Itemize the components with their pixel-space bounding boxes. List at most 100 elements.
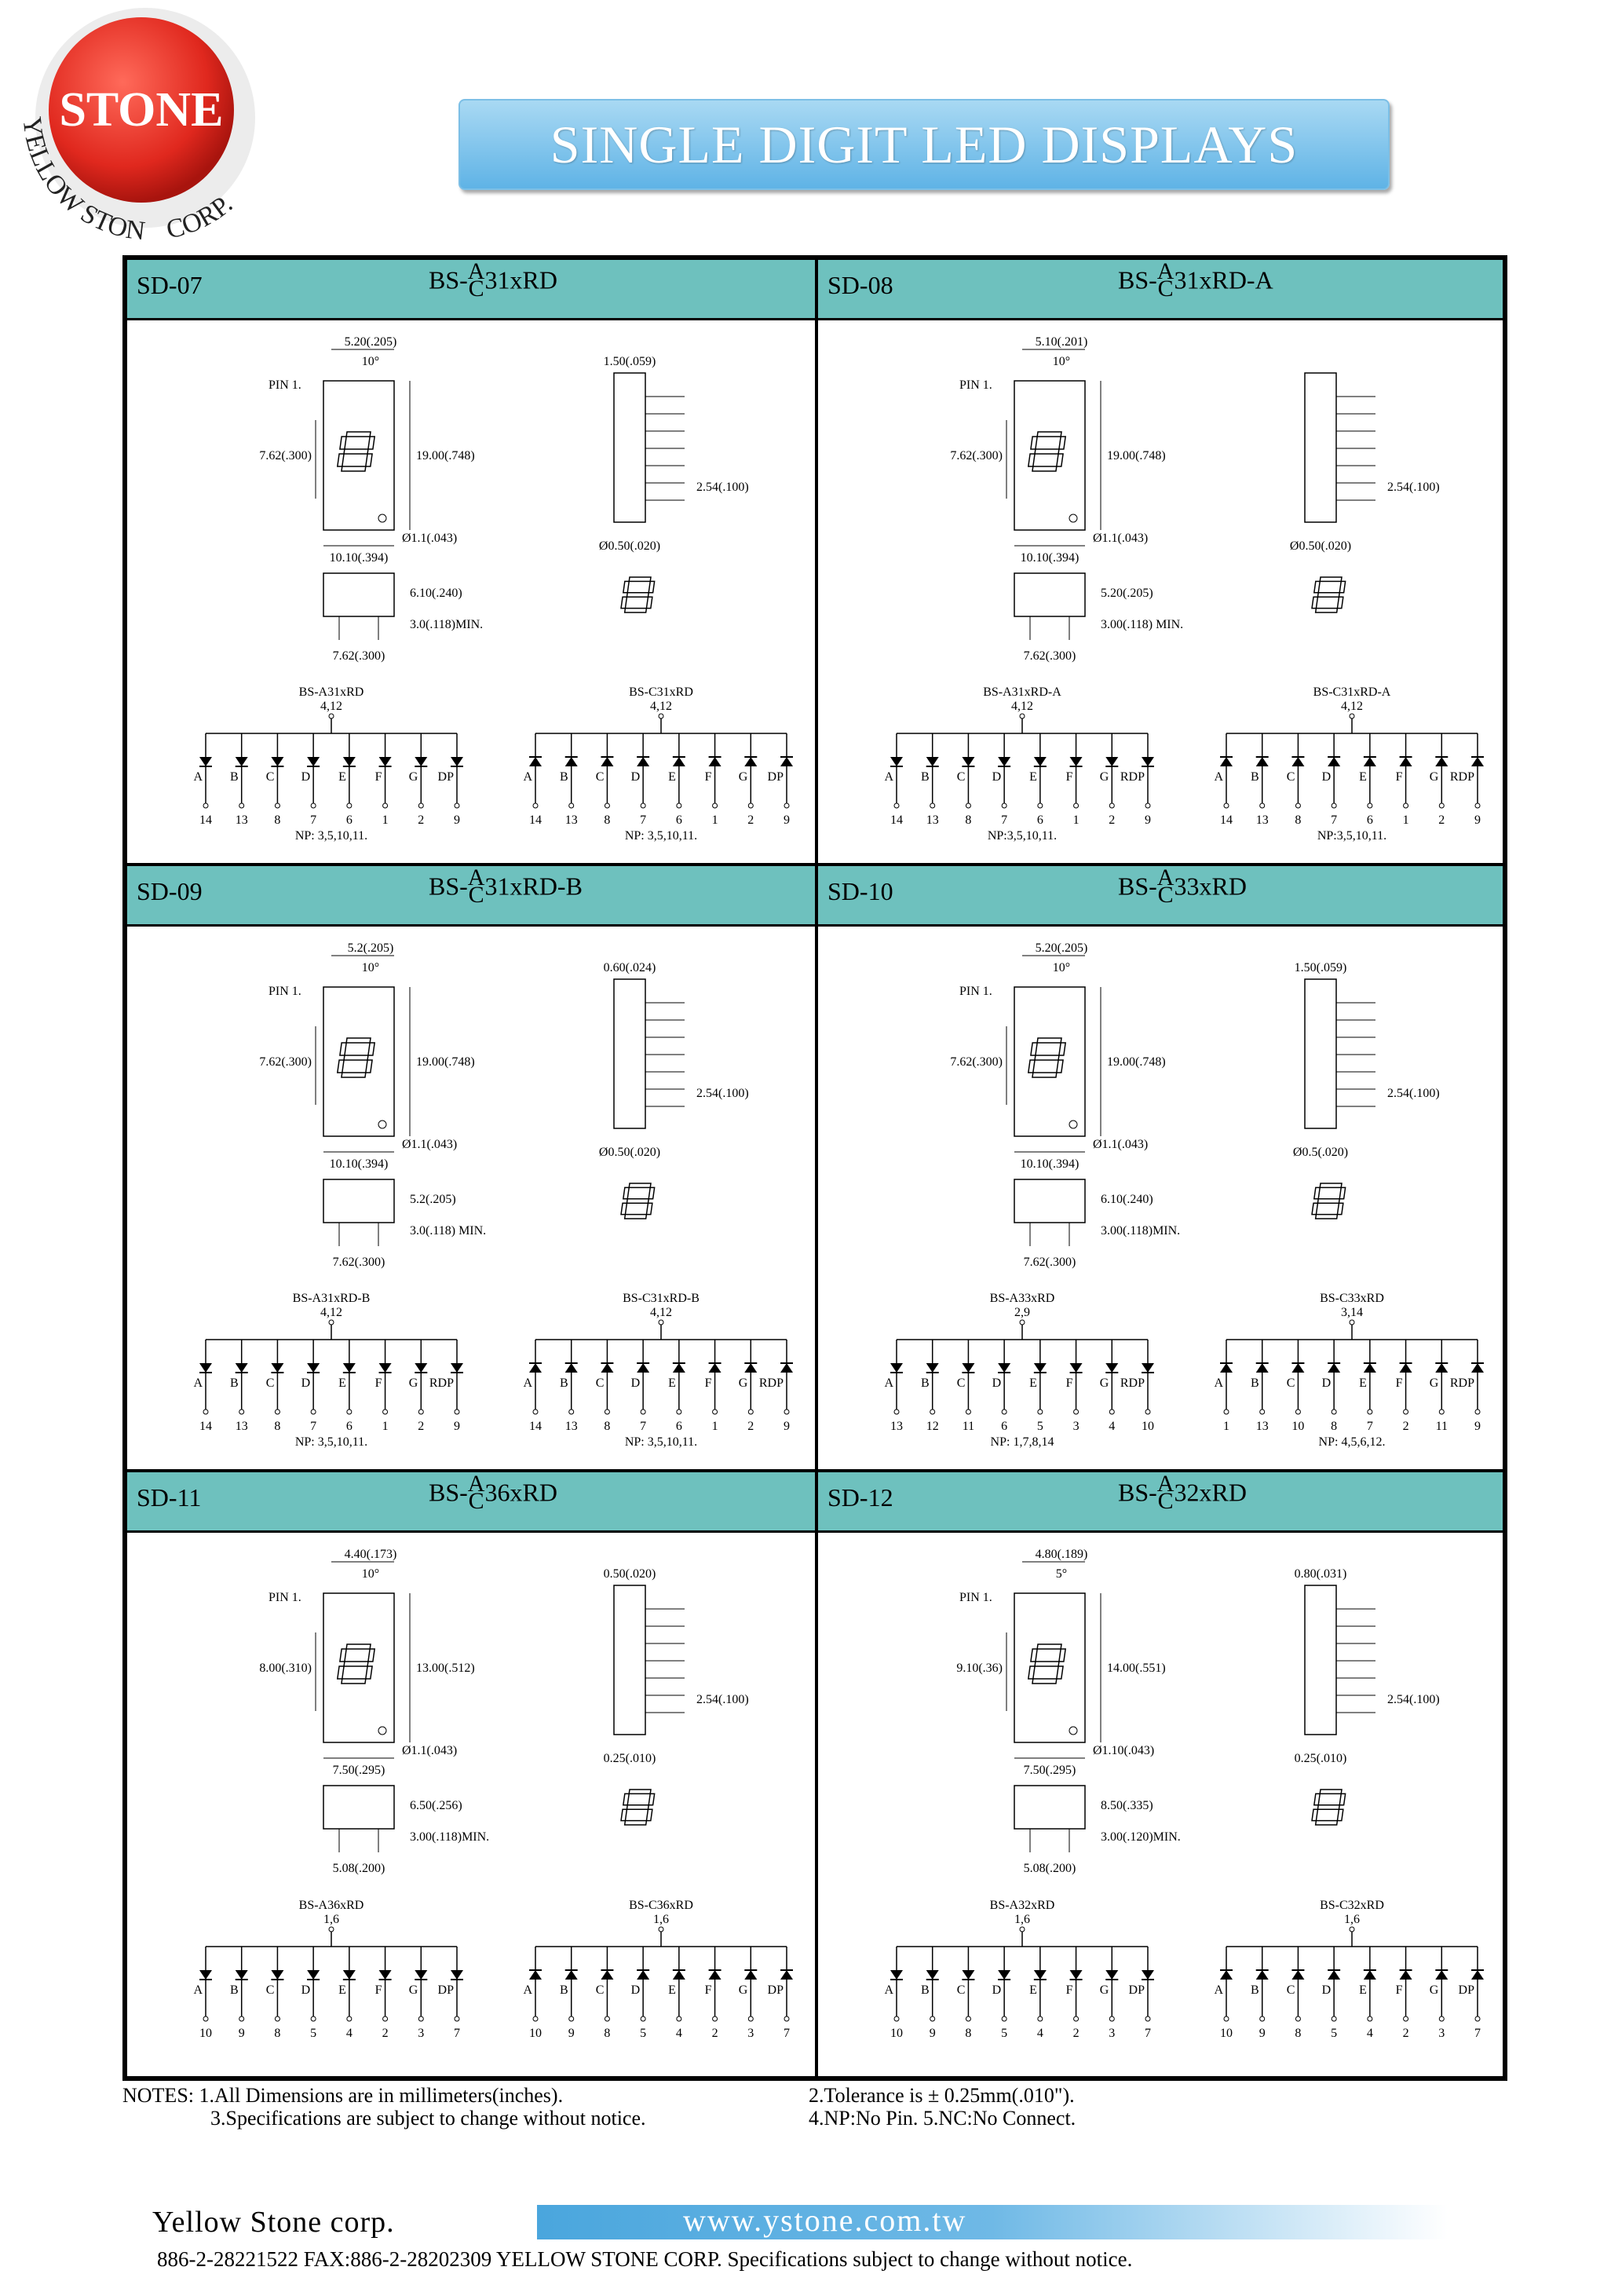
diode-symbol	[271, 1363, 284, 1373]
pin-number: 2	[747, 1420, 754, 1433]
part-prefix: BS-	[429, 265, 468, 294]
pin-number: 13	[565, 1420, 578, 1433]
pin-number: 5	[640, 2027, 646, 2040]
diode-symbol	[1069, 757, 1083, 766]
segment-label: G	[1430, 770, 1439, 784]
pin-number: 1	[382, 813, 389, 827]
pin-number: 6	[346, 813, 353, 827]
side-body	[323, 1179, 395, 1223]
dim-body-height: 8.50(.335)	[1101, 1799, 1153, 1812]
footer-url[interactable]: www.ystone.com.tw	[683, 2203, 967, 2238]
diode-symbol	[780, 757, 793, 766]
pin-number: 13	[236, 1420, 248, 1433]
diode-symbol	[1328, 1970, 1341, 1980]
dim-segment-height: 7.62(.300)	[950, 449, 1003, 462]
diode-symbol	[672, 757, 685, 766]
segment-label: RDP	[759, 1377, 784, 1390]
dim-lead-length: 3.00(.118)MIN.	[1101, 1224, 1180, 1238]
pin-number: 9	[784, 813, 790, 827]
pin-number: 7	[1001, 813, 1007, 827]
diode-symbol	[1142, 757, 1154, 766]
segment-label: B	[230, 1983, 239, 1997]
pin-number: 7	[640, 813, 646, 827]
diode-symbol	[1142, 1363, 1154, 1373]
diode-symbol	[1399, 1970, 1412, 1980]
dim-body-height: 5.20(.205)	[1101, 587, 1153, 600]
front-view	[1014, 380, 1086, 531]
segment-label: DP	[1459, 1983, 1475, 1997]
dim-pitch: 2.54(.100)	[1387, 1087, 1440, 1100]
diode-symbol	[998, 1363, 1011, 1373]
dim-base: 10.10(.394)	[330, 1157, 389, 1171]
segment-label: E	[668, 1377, 676, 1390]
diode-symbol	[1255, 1970, 1269, 1980]
pin-number: 9	[930, 2027, 936, 2040]
pin-number: 3	[1438, 2027, 1445, 2040]
dim-lead-length: 3.00(.118) MIN.	[1101, 618, 1183, 631]
part-suffix: 31xRD-A	[1174, 265, 1273, 294]
page-title-banner: SINGLE DIGIT LED DISPLAYS	[458, 99, 1390, 190]
segment-label: E	[1359, 1983, 1367, 1997]
diode-symbol	[1399, 757, 1412, 766]
segment-label: F	[1396, 770, 1403, 784]
segment-label: A	[523, 770, 532, 784]
side-body	[1014, 1179, 1086, 1223]
dim-side-width: 1.50(.059)	[604, 355, 656, 368]
segment-label: E	[668, 1983, 676, 1997]
diode-symbol	[1069, 1363, 1083, 1373]
segment-label: A	[1214, 1983, 1223, 1997]
pin-number: 7	[310, 1420, 316, 1433]
segment-label: D	[992, 1983, 1002, 1997]
anode-schematic-part-label: BS-A31xRD-A	[983, 686, 1061, 699]
polarity-anode: A	[467, 258, 485, 284]
pin-number: 2	[1403, 2027, 1409, 2040]
segment-label: B	[921, 1983, 930, 1997]
pin-number: 9	[1474, 813, 1481, 827]
pin-number: 2	[1073, 2027, 1080, 2040]
diode-symbol	[962, 757, 975, 766]
segment-label: RDP	[1450, 770, 1474, 784]
diode-symbol	[1471, 757, 1484, 766]
pin-number: 3	[747, 2027, 754, 2040]
pin-number: 6	[1037, 813, 1043, 827]
anode-schematic-common-pins: 1,6	[323, 1913, 339, 1926]
pin-number: 1	[1403, 813, 1409, 827]
dim-lead-length: 3.0(.118) MIN.	[410, 1224, 486, 1238]
dim-width: 5.20(.205)	[1036, 941, 1088, 955]
segment-label: E	[338, 1983, 346, 1997]
diode-symbol	[890, 1970, 903, 1980]
diode-symbol	[890, 757, 903, 766]
pin-number: 9	[1145, 813, 1151, 827]
dim-hole: Ø1.1(.043)	[1093, 532, 1148, 545]
pin1-label: PIN 1.	[269, 1591, 301, 1604]
dim-height: 19.00(.748)	[1107, 449, 1166, 462]
segment-label: G	[1430, 1983, 1439, 1997]
note-1: NOTES: 1.All Dimensions are in millimete…	[122, 2084, 564, 2107]
segment-label: E	[338, 770, 346, 784]
side-view	[613, 978, 646, 1129]
pin-number: 5	[310, 2027, 316, 2040]
dim-pin-diameter: 0.25(.010)	[604, 1752, 656, 1765]
pin-number: 8	[274, 1420, 280, 1433]
segment-label: C	[266, 1983, 275, 1997]
diode-symbol	[307, 1363, 320, 1373]
segment-map	[1311, 1789, 1346, 1826]
dim-pitch: 2.54(.100)	[696, 481, 749, 494]
segment-label: C	[1287, 770, 1295, 784]
segment-label: DP	[1129, 1983, 1145, 1997]
cathode-schematic-np: NP:3,5,10,11.	[1317, 829, 1386, 843]
dimension-drawing: 4.80(.189)5°PIN 1.14.00(.551)9.10(.36)7.…	[884, 1548, 1484, 2040]
segment-label: C	[957, 1983, 966, 1997]
cell-drawing-area: 4.80(.189)5°PIN 1.14.00(.551)9.10(.36)7.…	[818, 1530, 1503, 2076]
dim-base: 10.10(.394)	[1021, 1157, 1080, 1171]
diode-symbol	[1220, 1363, 1233, 1373]
diode-symbol	[342, 757, 356, 766]
diode-symbol	[415, 757, 428, 766]
pin-number: 8	[1295, 813, 1301, 827]
dim-row-spacing: 7.62(.300)	[333, 649, 385, 663]
model-code: SD-12	[827, 1483, 893, 1512]
pin1-label: PIN 1.	[959, 985, 992, 998]
